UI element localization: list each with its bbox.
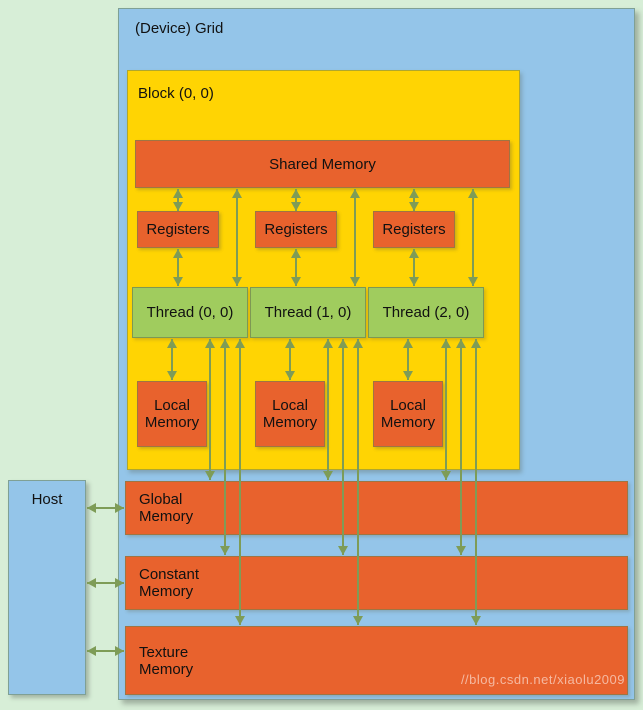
arrow-registers-thread-1 [291, 249, 301, 286]
local-memory-box-0: Local Memory [137, 381, 207, 447]
arrow-shared-registers-1 [291, 189, 301, 211]
thread-box-2: Thread (2, 0) [368, 287, 484, 338]
arrow-registers-thread-0 [173, 249, 183, 286]
arrow-thread-texture-1 [353, 339, 363, 625]
device-grid-label: (Device) Grid [135, 20, 224, 37]
local-memory-box-1: Local Memory [255, 381, 325, 447]
arrow-thread-global-1 [323, 339, 333, 480]
registers-box-0: Registers [137, 211, 219, 248]
arrow-registers-thread-2 [409, 249, 419, 286]
arrow-thread-texture-2 [471, 339, 481, 625]
arrow-host-texture [87, 646, 124, 656]
global-memory-bar: Global Memory [125, 481, 628, 535]
registers-box-1: Registers [255, 211, 337, 248]
arrow-thread-global-0 [205, 339, 215, 480]
arrow-host-constant [87, 578, 124, 588]
arrow-shared-thread-2 [468, 189, 478, 286]
arrow-thread-global-2 [441, 339, 451, 480]
thread-box-0: Thread (0, 0) [132, 287, 248, 338]
arrow-thread-local-2 [403, 339, 413, 380]
arrow-thread-local-1 [285, 339, 295, 380]
arrow-shared-registers-2 [409, 189, 419, 211]
block-label: Block (0, 0) [138, 85, 214, 102]
arrow-shared-registers-0 [173, 189, 183, 211]
local-memory-box-2: Local Memory [373, 381, 443, 447]
arrow-thread-constant-2 [456, 339, 466, 555]
texture-memory-bar: Texture Memory [125, 626, 628, 695]
host-box: Host [8, 480, 86, 695]
arrow-shared-thread-1 [350, 189, 360, 286]
arrow-thread-constant-1 [338, 339, 348, 555]
arrow-shared-thread-0 [232, 189, 242, 286]
arrow-host-global [87, 503, 124, 513]
registers-box-2: Registers [373, 211, 455, 248]
arrow-thread-local-0 [167, 339, 177, 380]
arrow-thread-texture-0 [235, 339, 245, 625]
arrow-thread-constant-0 [220, 339, 230, 555]
watermark-text: //blog.csdn.net/xiaolu2009 [460, 672, 625, 687]
thread-box-1: Thread (1, 0) [250, 287, 366, 338]
shared-memory-box: Shared Memory [135, 140, 510, 188]
constant-memory-bar: Constant Memory [125, 556, 628, 610]
